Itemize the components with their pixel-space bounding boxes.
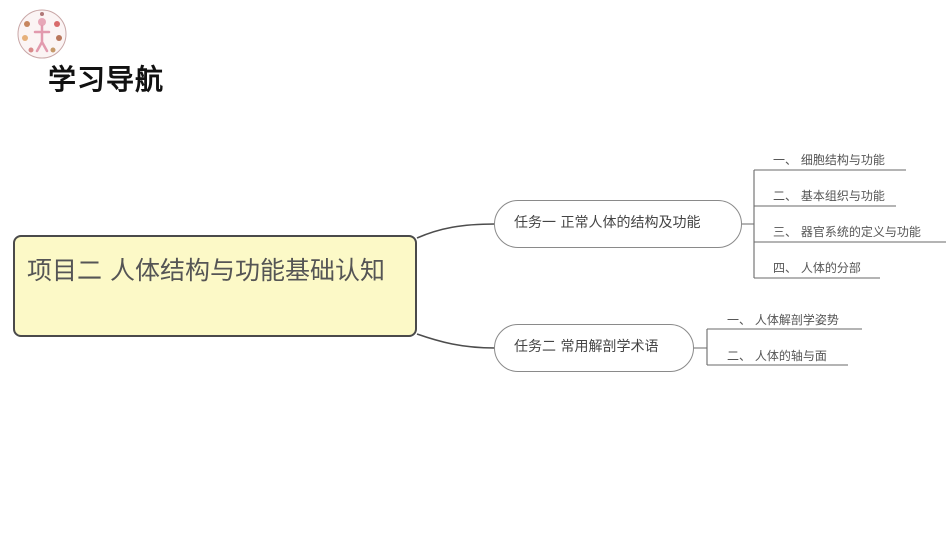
task-node-1: 任务一 正常人体的结构及功能 — [494, 200, 742, 248]
leaf-anatomical-position: 一、 人体解剖学姿势 — [727, 313, 839, 327]
leaf-basic-tissue: 二、 基本组织与功能 — [773, 189, 885, 203]
root-node: 项目二 人体结构与功能基础认知 — [13, 235, 417, 337]
anatomy-logo-icon — [17, 9, 67, 59]
page-title: 学习导航 — [48, 63, 165, 96]
leaf-body-regions: 四、 人体的分部 — [773, 261, 861, 275]
leaf-axes-planes: 二、 人体的轴与面 — [727, 349, 827, 363]
leaf-cell-structure: 一、 细胞结构与功能 — [773, 153, 885, 167]
leaf-organ-system: 三、 器官系统的定义与功能 — [773, 225, 921, 239]
task-node-2: 任务二 常用解剖学术语 — [494, 324, 694, 372]
